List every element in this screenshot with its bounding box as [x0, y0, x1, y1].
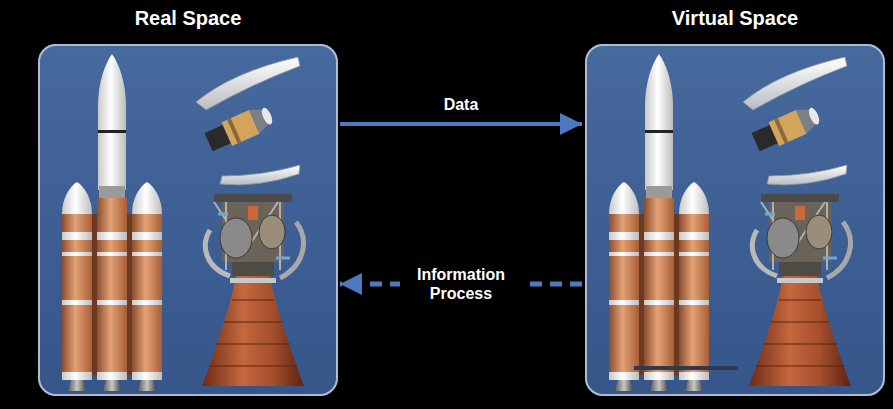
edge-label-holder: Information Process — [400, 262, 522, 306]
launch-vehicle-illustration — [38, 44, 338, 396]
virtual-illustration — [585, 44, 885, 396]
edge-label-holder: Data — [444, 95, 479, 114]
edge-label: Data — [444, 95, 479, 114]
panel-heading: Real Space — [40, 6, 336, 30]
payload-fairing — [196, 57, 300, 185]
shadow-bar — [634, 366, 738, 370]
panel-fill — [38, 44, 338, 396]
solid-arrow — [340, 122, 582, 126]
panel-box: Virtual Space — [585, 44, 885, 396]
rocket — [62, 54, 162, 391]
panel-box: Real Space — [38, 44, 338, 396]
rocket-engine — [202, 194, 304, 386]
edge-label: Information Process — [400, 262, 522, 306]
panel-heading: Virtual Space — [587, 6, 883, 30]
